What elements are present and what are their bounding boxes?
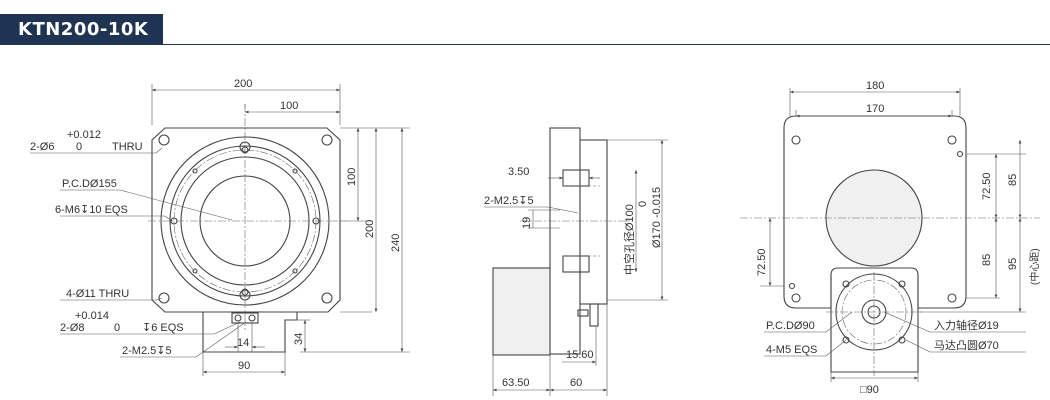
leader-thru [30, 147, 163, 154]
hole8-zero: 0 [114, 322, 120, 334]
dim-100-label: 100 [280, 100, 298, 112]
dim-240-label: 240 [390, 234, 402, 252]
leader-shaft [883, 311, 1026, 333]
dim-85a-label: 85 [1007, 174, 1019, 186]
dim-19-label: 19 [521, 217, 533, 229]
m6-hole [192, 168, 198, 174]
m6-hole [241, 288, 249, 296]
leader-side-m25 [484, 206, 579, 214]
leader-pcd90 [764, 311, 853, 333]
dim-200v-label: 200 [364, 220, 376, 238]
m6-hole [170, 217, 178, 225]
leader-11 [60, 297, 163, 301]
boss-label: 马达凸圆Ø70 [934, 339, 999, 352]
thru-hole-suffix: THRU [112, 141, 143, 153]
dim-7250l-label: 72.50 [756, 248, 768, 276]
m6-hole [312, 217, 320, 225]
corner-hole [158, 134, 170, 146]
dim-34-label: 34 [293, 333, 305, 345]
side-m25-label: 2-M2.5↧5 [484, 195, 534, 207]
hole8-label: 2-Ø8 [60, 322, 84, 334]
dim-95-label: 95 [1007, 258, 1019, 270]
pcd-label: P.C.DØ155 [62, 178, 117, 190]
side-screw [589, 303, 599, 327]
side-view [484, 127, 668, 396]
front-body-outline [151, 127, 341, 313]
dim-350-label: 3.50 [508, 166, 529, 178]
leader-boss [905, 339, 1026, 353]
right-body-outline [783, 115, 967, 309]
dim-1560-label: 15.60 [566, 349, 594, 361]
m6-hole [292, 268, 298, 274]
pin-hole [239, 141, 251, 153]
m25-label: 2-M2.5↧5 [122, 345, 172, 357]
thru-hole-label: 2-Ø6 [30, 141, 54, 153]
hole8-tolerance: +0.014 [75, 310, 109, 322]
right-corner-hole [791, 135, 801, 145]
side-screw [577, 309, 589, 317]
dim-7250r-label: 72.50 [981, 172, 993, 200]
side-body [549, 127, 581, 355]
dim-60-label: 60 [570, 377, 582, 389]
corner-hole [321, 292, 333, 304]
front-view [30, 84, 410, 376]
motor-body [492, 267, 551, 356]
dim-170-label: Ø170 -0.015 [651, 187, 663, 248]
m6-hole [292, 168, 298, 174]
m6-hole [241, 146, 249, 154]
motor-flange [830, 275, 919, 373]
leader-pcd [60, 189, 233, 221]
thru-tolerance: +0.012 [67, 129, 101, 141]
pin-hole [239, 289, 251, 301]
right-corner-hole [947, 135, 957, 145]
header-divider [163, 44, 1050, 45]
corner-hole [321, 134, 333, 146]
m25-hole [248, 314, 256, 322]
leader-m6 [60, 215, 173, 222]
thru-hole-zero: 0 [76, 141, 82, 153]
leader-m5 [764, 339, 847, 357]
m25-hole [234, 314, 242, 322]
m6-label: 6-M6↧10 EQS [55, 204, 128, 216]
right-view [740, 88, 1040, 382]
dim-200-label: 200 [234, 78, 252, 90]
leader-8 [60, 321, 241, 335]
dim-90-label: 90 [238, 360, 250, 372]
dim-6350-label: 63.50 [502, 377, 530, 389]
motor-mount [202, 312, 298, 353]
hole8-suffix: ↧6 EQS [142, 322, 184, 334]
hole11-label: 4-Ø11 THRU [66, 288, 129, 300]
center-dist-label: (中心距) [1028, 248, 1041, 285]
dim-180-label: 180 [866, 80, 884, 92]
m5-label: 4-M5 EQS [766, 344, 817, 356]
shaft-label: 入力轴径Ø19 [934, 318, 999, 332]
leader-m25 [120, 321, 247, 358]
corner-hole [158, 292, 170, 304]
m6-hole [192, 268, 198, 274]
dim-100v-label: 100 [346, 168, 358, 186]
right-corner-hole [947, 293, 957, 303]
dim-14-label: 14 [237, 337, 249, 349]
dim-85b-label: 85 [981, 254, 993, 266]
pcd90-label: P.C.DØ90 [766, 320, 815, 332]
right-corner-hole [791, 293, 801, 303]
side-flange [579, 139, 608, 305]
hollow-label: 中空孔径Ø100 [622, 204, 636, 275]
dim-170r-label: 170 [866, 103, 884, 115]
sq90-label: □90 [860, 384, 879, 396]
model-title: KTN200-10K [0, 14, 163, 45]
dim-170-zero: 0 [637, 201, 649, 207]
